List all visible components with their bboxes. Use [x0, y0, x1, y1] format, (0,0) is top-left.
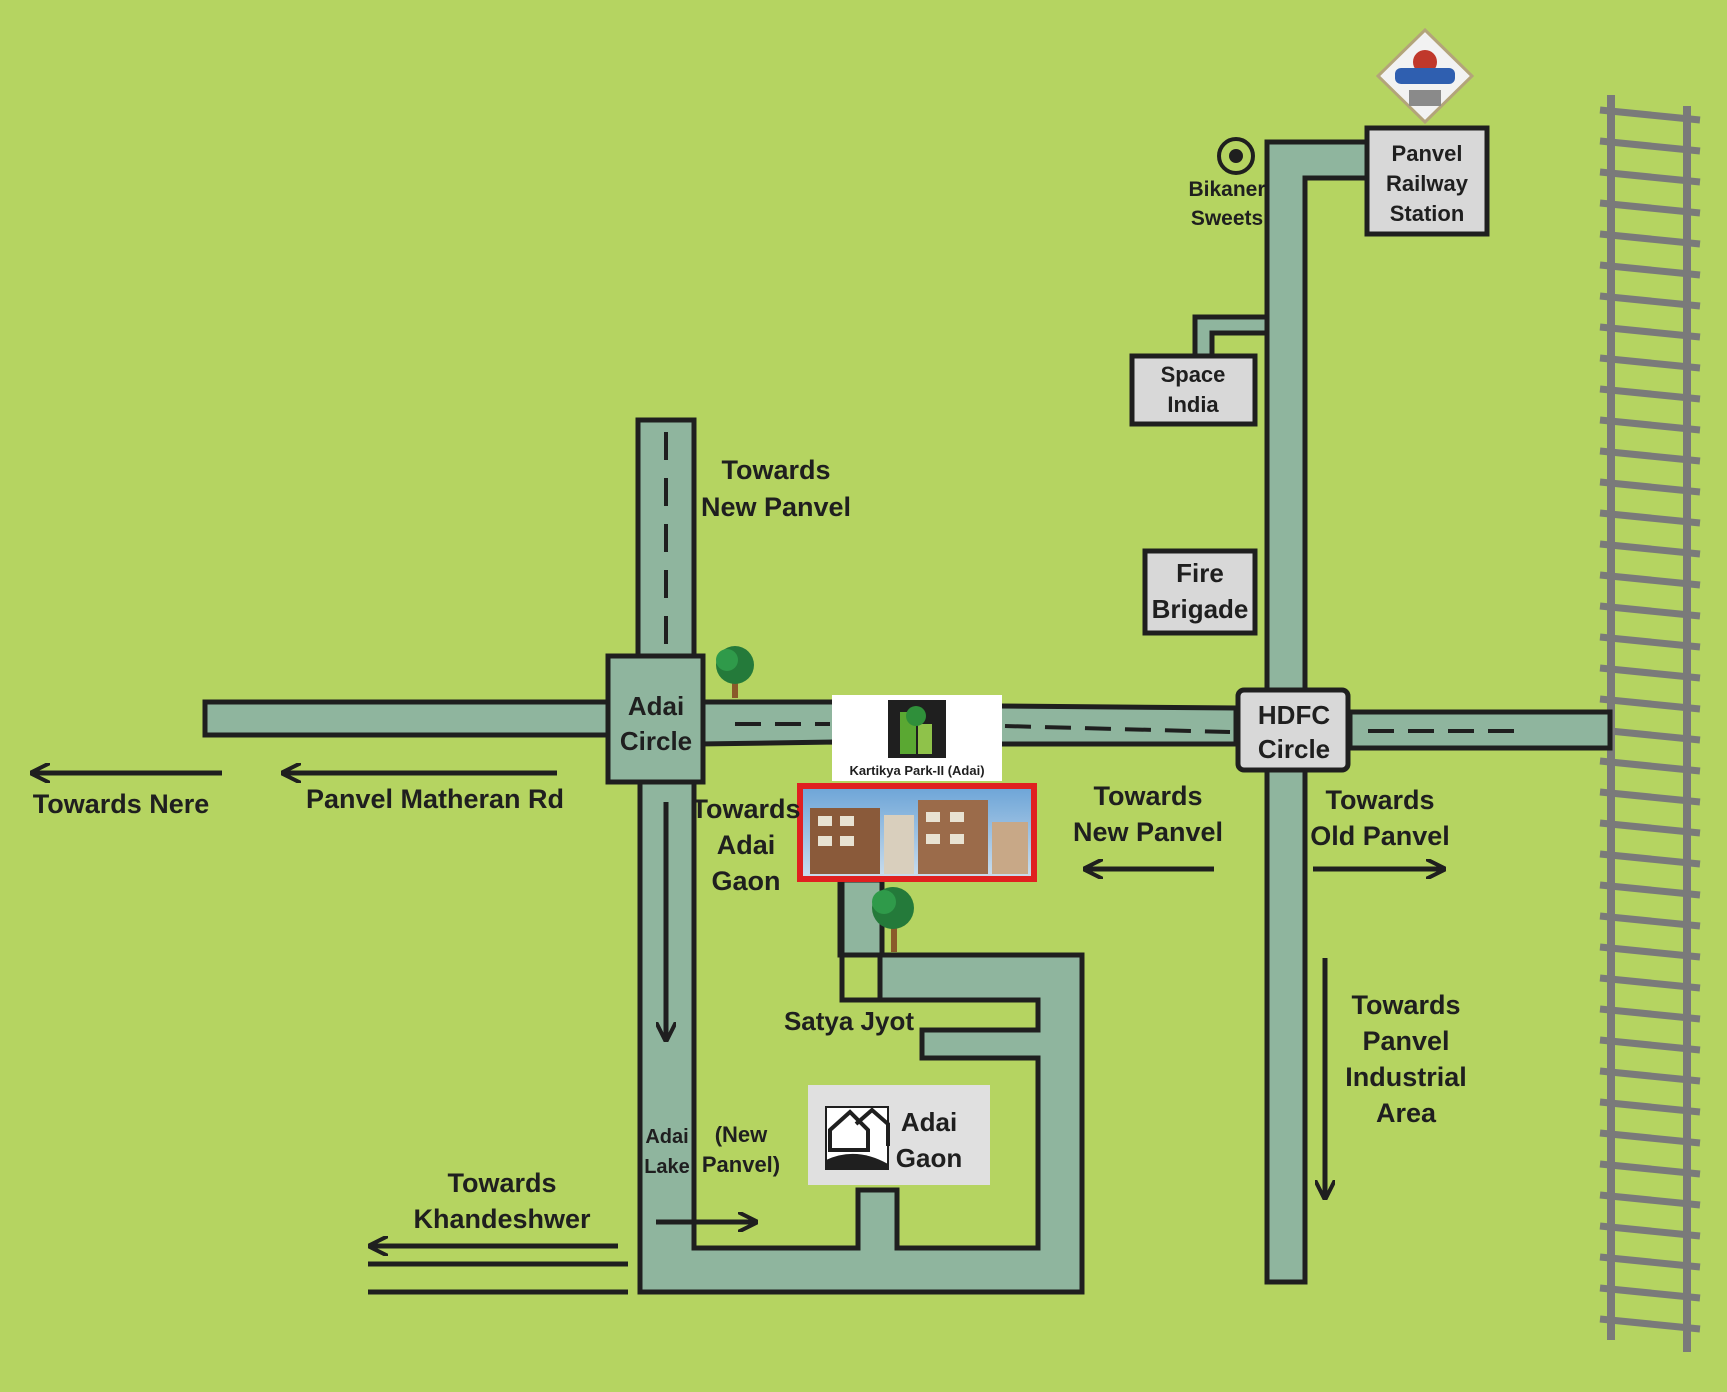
rail-sleeper [1599, 168, 1701, 186]
new-panvel-paren-line1: (New [715, 1122, 768, 1147]
adai-circle[interactable]: Adai Circle [605, 653, 706, 785]
road-to-new-panvel [635, 417, 697, 663]
towards-khandeshwer-line2: Khandeshwer [413, 1204, 591, 1234]
rail-sleeper [1599, 1253, 1701, 1271]
adai-gaon-road [637, 779, 1085, 1295]
station-line2: Railway [1386, 171, 1469, 196]
rail-sleeper [1599, 1036, 1701, 1054]
rail-sleeper [1599, 602, 1701, 620]
rail-sleeper [1599, 1098, 1701, 1116]
towards-khandeshwer-line1: Towards [447, 1168, 556, 1198]
adai-lake-line1: Adai [645, 1126, 688, 1148]
rail-sleeper [1599, 881, 1701, 899]
new-panvel-paren-line2: Panvel) [702, 1152, 780, 1177]
panvel-railway-station[interactable]: Panvel Railway Station [1364, 125, 1490, 237]
fire-brigade-line2: Brigade [1152, 594, 1249, 624]
rail-sleeper [1599, 230, 1701, 248]
rail-sleeper [1599, 385, 1701, 403]
house-icon [825, 1106, 890, 1170]
tree-icon [716, 646, 754, 698]
rail-sleeper [1599, 540, 1701, 558]
tree-icon [872, 887, 914, 952]
rail-sleeper [1599, 416, 1701, 434]
rail-sleeper [1599, 695, 1701, 713]
towards-industrial-line4: Area [1376, 1098, 1437, 1128]
rail-sleeper [1599, 478, 1701, 496]
towards-industrial-line1: Towards [1351, 990, 1460, 1020]
adai-lake-line2: Lake [644, 1156, 690, 1178]
satya-jyot: Satya Jyot [784, 1006, 914, 1036]
hdfc-circle[interactable]: HDFC Circle [1235, 687, 1351, 773]
rail-sleeper [1599, 1222, 1701, 1240]
project-logo[interactable]: Kartikya Park-II (Adai) [832, 695, 1002, 781]
fire-brigade-line1: Fire [1176, 558, 1224, 588]
towards-adai-gaon-line2: Adai [717, 830, 776, 860]
project-logo-icon [888, 700, 946, 758]
rail-sleeper [1599, 1191, 1701, 1209]
rail-sleeper [1599, 571, 1701, 589]
rail-sleeper [1599, 509, 1701, 527]
rail-sleeper [1599, 137, 1701, 155]
rail-sleeper [1599, 757, 1701, 775]
rail-sleeper [1599, 788, 1701, 806]
rail-sleeper [1599, 664, 1701, 682]
rail-sleeper [1599, 447, 1701, 465]
panvel-matheran-rd: Panvel Matheran Rd [306, 784, 564, 814]
towards-new-panvel-top-line2: New Panvel [701, 492, 851, 522]
rail-sleeper [1599, 1160, 1701, 1178]
adai-circle-line2: Circle [620, 726, 692, 756]
adai-gaon-line2: Gaon [896, 1143, 962, 1173]
bikaner-line1: Bikaner [1188, 178, 1265, 201]
direction-arrows [32, 773, 1444, 1246]
target-icon [1217, 137, 1255, 175]
railway-track [1599, 95, 1701, 1352]
rail-sleeper [1599, 850, 1701, 868]
rail-sleeper [1599, 261, 1701, 279]
towards-adai-gaon-line3: Gaon [711, 866, 780, 896]
space-india-line1: Space [1161, 362, 1226, 387]
rail-sleeper [1599, 726, 1701, 744]
rail-sleeper [1599, 633, 1701, 651]
towards-nere: Towards Nere [33, 789, 210, 819]
rail-sleeper [1599, 106, 1701, 124]
station-line1: Panvel [1392, 141, 1463, 166]
fire-brigade[interactable]: Fire Brigade [1142, 548, 1258, 636]
rail-sleeper [1599, 974, 1701, 992]
rail-sleeper [1599, 292, 1701, 310]
towards-old-panvel-line2: Old Panvel [1310, 821, 1450, 851]
railway-logo-icon [1375, 27, 1475, 125]
rail-sleeper [1599, 1129, 1701, 1147]
project-name: Kartikya Park-II (Adai) [849, 763, 984, 778]
towards-new-panvel-mid-line1: Towards [1093, 781, 1202, 811]
rail-sleeper [1599, 199, 1701, 217]
towards-old-panvel-line1: Towards [1325, 785, 1434, 815]
rail-sleeper [1599, 1005, 1701, 1023]
khandeshwer-road-lines [368, 1261, 628, 1295]
adai-circle-line1: Adai [628, 691, 684, 721]
hdfc-circle-line2: Circle [1258, 734, 1330, 764]
bikaner-line2: Sweets [1191, 207, 1263, 230]
space-india-line2: India [1167, 392, 1219, 417]
towards-industrial-line3: Industrial [1345, 1062, 1467, 1092]
adai-gaon[interactable]: Adai Gaon [808, 1085, 990, 1185]
rail-sleeper [1599, 819, 1701, 837]
rail-sleeper [1599, 1284, 1701, 1302]
rail-sleeper [1599, 1315, 1701, 1333]
rail-sleeper [1599, 354, 1701, 372]
towards-new-panvel-mid-line2: New Panvel [1073, 817, 1223, 847]
station-line3: Station [1390, 201, 1465, 226]
towards-new-panvel-top-line1: Towards [721, 455, 830, 485]
rail-sleeper [1599, 1067, 1701, 1085]
adai-gaon-line1: Adai [901, 1107, 957, 1137]
rail-sleeper [1599, 323, 1701, 341]
hdfc-circle-line1: HDFC [1258, 700, 1330, 730]
rail-sleeper [1599, 912, 1701, 930]
towards-adai-gaon-line1: Towards [691, 794, 800, 824]
towards-industrial-line2: Panvel [1362, 1026, 1449, 1056]
rail-sleeper [1599, 943, 1701, 961]
building-photo[interactable] [797, 783, 1037, 882]
space-india[interactable]: Space India [1129, 353, 1258, 427]
